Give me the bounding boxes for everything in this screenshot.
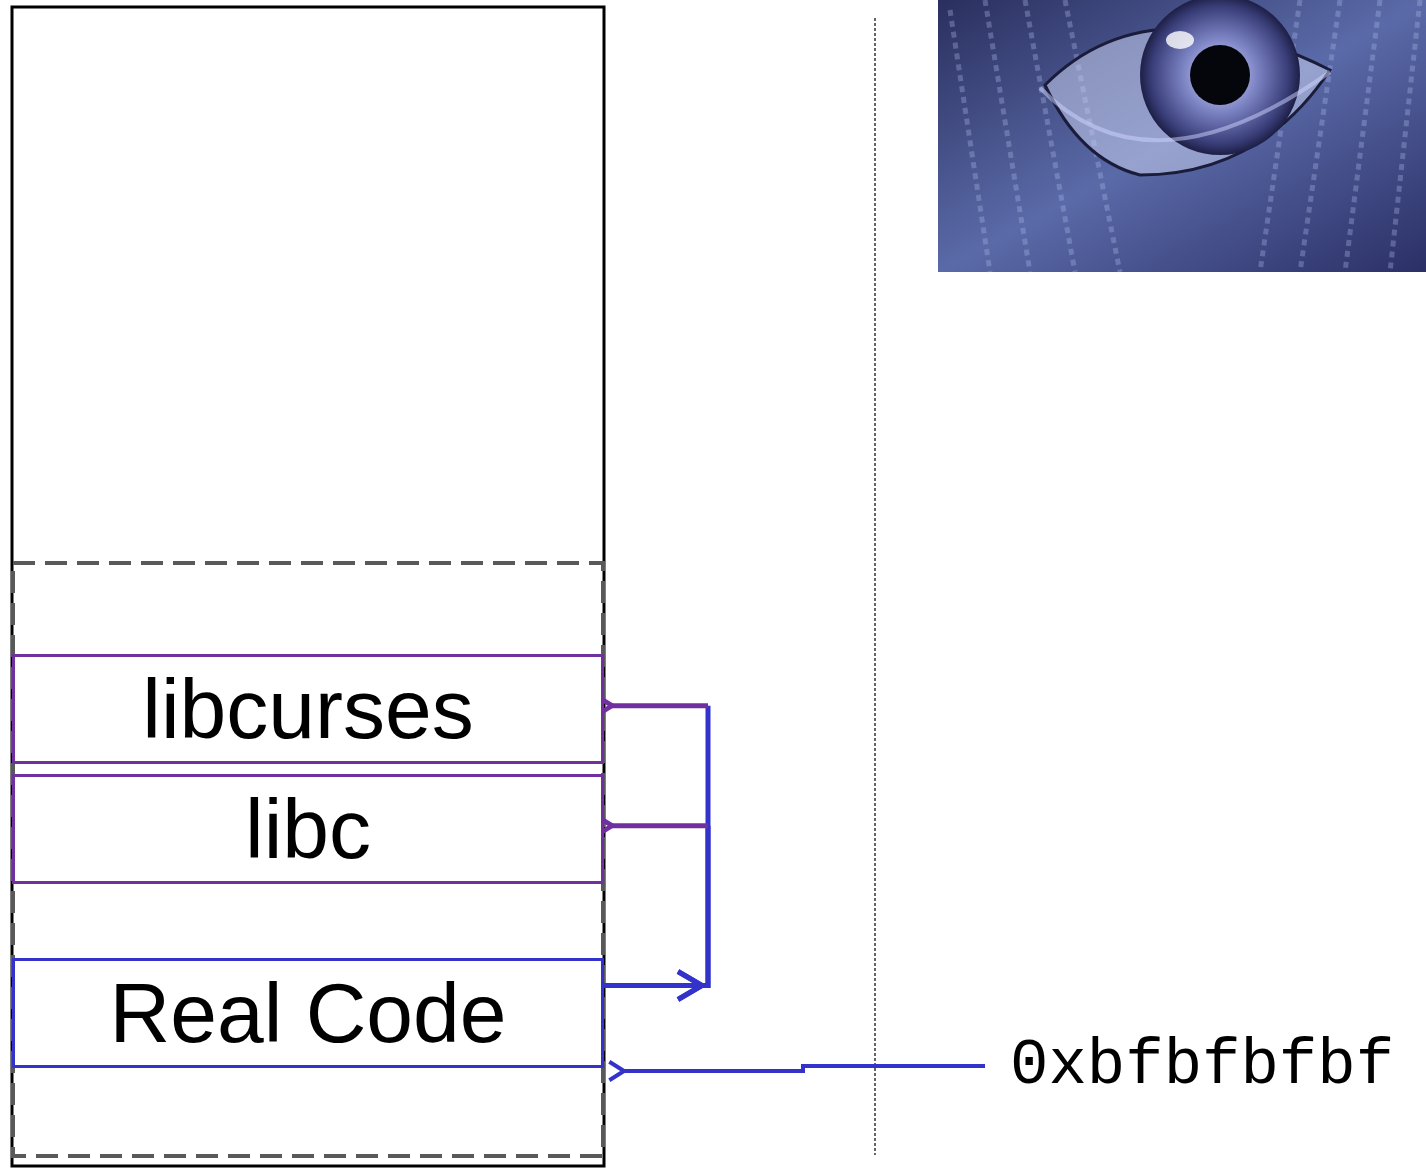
link-arrow: [604, 706, 708, 1000]
segment-label: libcurses: [142, 667, 473, 751]
divider-line: [874, 18, 876, 1155]
mapped-region: [13, 563, 603, 1156]
memory-segment: Real Code: [12, 958, 604, 1068]
eye-illustration: [938, 0, 1426, 272]
link-arrow: [604, 826, 708, 1000]
address-space: [12, 7, 604, 1166]
memory-segment: libc: [12, 774, 604, 884]
link-trunk: [604, 706, 708, 986]
address-label: 0xbfbfbfbf: [1008, 1034, 1396, 1098]
segment-label: Real Code: [110, 971, 507, 1055]
leader-line: [624, 1066, 985, 1071]
link-trunk: [604, 826, 708, 986]
link-branch: [612, 823, 708, 828]
segment-label: libc: [245, 787, 371, 871]
memory-segment: libcurses: [12, 654, 604, 764]
link-branch: [612, 703, 708, 708]
trunk-head: [678, 972, 702, 1000]
